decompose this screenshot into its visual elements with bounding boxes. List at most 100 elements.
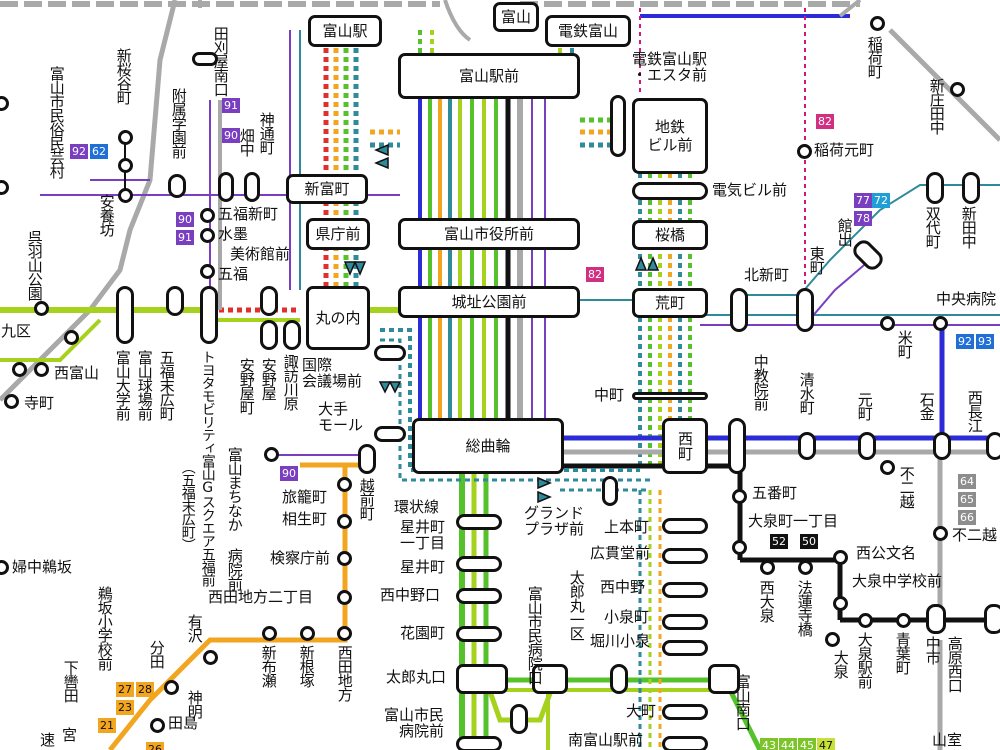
station-maru-no-uchi[interactable]: 丸の内 [306, 286, 370, 350]
stop-koshimae[interactable] [358, 444, 376, 474]
stop-nakamachi[interactable] [632, 392, 708, 400]
stop-left-2[interactable] [0, 180, 9, 195]
station-joshi-koen[interactable]: 城址公園前 [398, 286, 580, 318]
stop-higashimachi[interactable] [796, 288, 814, 332]
stop-inaricho[interactable] [870, 16, 885, 31]
station-arakawa[interactable]: 荒町 [632, 288, 708, 318]
stop-oizumi-chu[interactable] [833, 596, 848, 611]
stop-oizumi[interactable] [825, 632, 840, 647]
stop-minami-toyama[interactable] [662, 736, 708, 750]
stop-gobancho[interactable] [732, 489, 747, 504]
stop-kensatsu[interactable] [337, 551, 352, 566]
stop-shimin-byoin[interactable] [456, 736, 502, 750]
stop-denki-biru[interactable] [632, 182, 708, 200]
stop-left-1[interactable] [0, 96, 9, 111]
stop-nishida[interactable] [337, 626, 352, 641]
stop-fujikoshi-v[interactable] [933, 526, 948, 541]
station-chitetsu-biru[interactable]: 地鉄 ビル前 [632, 98, 708, 174]
stop-oizumi-eki[interactable] [858, 613, 873, 628]
stop-minzoku[interactable] [118, 158, 133, 173]
stop-arisawa[interactable] [203, 650, 218, 665]
stop-shinmei[interactable] [244, 172, 260, 202]
stop-aobamachi[interactable] [896, 613, 911, 628]
stop-nishinakano[interactable] [456, 588, 502, 604]
stop-shinjoda[interactable] [950, 82, 965, 97]
stop-aioicho[interactable] [337, 514, 352, 529]
stop-mizuhaka[interactable] [200, 228, 215, 243]
stop-dentetsu-esta[interactable] [610, 95, 626, 157]
stop-ishigane[interactable] [933, 432, 951, 460]
station-nishicho[interactable]: 西町 [662, 418, 708, 474]
stop-teramachi[interactable] [4, 394, 19, 409]
station-toyama-eki[interactable]: 富山駅 [308, 15, 382, 47]
station-shiyakusho[interactable]: 富山市役所前 [398, 218, 580, 250]
stop-kagomachi[interactable] [337, 477, 352, 492]
station-toyama[interactable]: 富山 [493, 2, 539, 32]
station-sakurabashi[interactable]: 桜橋 [632, 220, 708, 250]
stop-nishi-kumyo[interactable] [833, 550, 848, 565]
stop-motomachi[interactable] [858, 432, 876, 460]
stop-bunden[interactable] [164, 680, 179, 695]
stop-kome-cho[interactable] [880, 316, 895, 331]
stop-kitashinmachi[interactable] [730, 288, 748, 332]
stop-grand-plaza[interactable] [602, 476, 618, 506]
stop-fuzoku[interactable] [168, 174, 186, 198]
stop-anno2[interactable] [260, 320, 278, 350]
stop-gofuku-kyujo[interactable] [166, 286, 184, 316]
stop-nishinakano2[interactable] [662, 582, 708, 598]
stop-horikawa[interactable] [662, 640, 708, 656]
stop-suwa[interactable] [283, 320, 301, 350]
stop-toyama-fukuku[interactable] [64, 330, 79, 345]
stop-chukyoin[interactable] [728, 418, 746, 474]
stop-hoshii-1[interactable] [456, 514, 502, 530]
stop-tamachi[interactable] [192, 52, 218, 66]
stop-nishi-toyama[interactable] [34, 362, 49, 377]
stop-koizumi[interactable] [662, 614, 708, 630]
stop-machinaka[interactable] [264, 447, 279, 462]
stop-omachi[interactable] [662, 704, 708, 720]
station-shintomicho[interactable]: 新富町 [286, 174, 368, 204]
station-toyama-ekimae[interactable]: 富山駅前 [398, 53, 580, 99]
stop-kamimoto[interactable] [662, 518, 708, 534]
stop-gofuku-shin[interactable] [200, 208, 215, 223]
stop-left-3[interactable] [34, 301, 49, 316]
stop-hoshii[interactable] [456, 556, 502, 572]
stop-anyobo[interactable] [118, 188, 133, 203]
station-toyama-minamiguchi[interactable] [708, 664, 740, 694]
stop-chuo-byoin[interactable] [933, 316, 948, 331]
stop-takahara-nishi[interactable] [984, 604, 1000, 634]
stop-shinsakurya[interactable] [118, 130, 133, 145]
stop-shinnezuka[interactable] [300, 626, 315, 641]
station-sogawa[interactable]: 総曲輪 [412, 418, 564, 474]
stop-inari-motomachi[interactable] [797, 144, 812, 159]
station-dentetsu-toyama[interactable]: 電鉄富山 [545, 15, 631, 47]
stop-tajima[interactable] [150, 718, 165, 733]
station-kencho[interactable]: 県庁前 [306, 218, 370, 250]
stop-hirokoji[interactable] [662, 548, 708, 564]
stop-shinta[interactable] [962, 172, 980, 204]
stop-shimin-byoin-v[interactable] [510, 704, 528, 734]
stop-hanazono[interactable] [456, 626, 502, 642]
stop-nishida-2[interactable] [337, 590, 352, 605]
stop-oizumi-1[interactable] [732, 540, 747, 555]
stop-kokusai[interactable] [374, 345, 406, 361]
stop-shinfuse[interactable] [262, 626, 277, 641]
stop-anno[interactable] [260, 286, 278, 316]
stop-hatanaka[interactable] [218, 172, 234, 202]
stop-toyama-daigaku[interactable] [116, 286, 134, 344]
stop-shimizu[interactable] [798, 432, 816, 460]
stop-nishi-nagae[interactable] [986, 432, 1000, 460]
stop-fuchu[interactable] [0, 560, 9, 575]
stop-futagimachi[interactable] [926, 172, 944, 204]
stop-fujikoshi[interactable] [880, 460, 895, 475]
station-shimin-byoin-guchi[interactable] [532, 664, 568, 694]
stop-nishi-toyama-a[interactable] [12, 362, 27, 377]
stop-toyota[interactable] [200, 286, 218, 344]
stop-ote-mall[interactable] [374, 426, 406, 442]
stop-nakaichi[interactable] [926, 604, 946, 634]
stop-horenji[interactable] [798, 560, 813, 575]
station-taromaru[interactable] [456, 664, 508, 694]
stop-gofuku[interactable] [200, 264, 215, 279]
stop-taromaru-1[interactable] [610, 664, 628, 694]
stop-nishi-oizumi[interactable] [760, 560, 775, 575]
